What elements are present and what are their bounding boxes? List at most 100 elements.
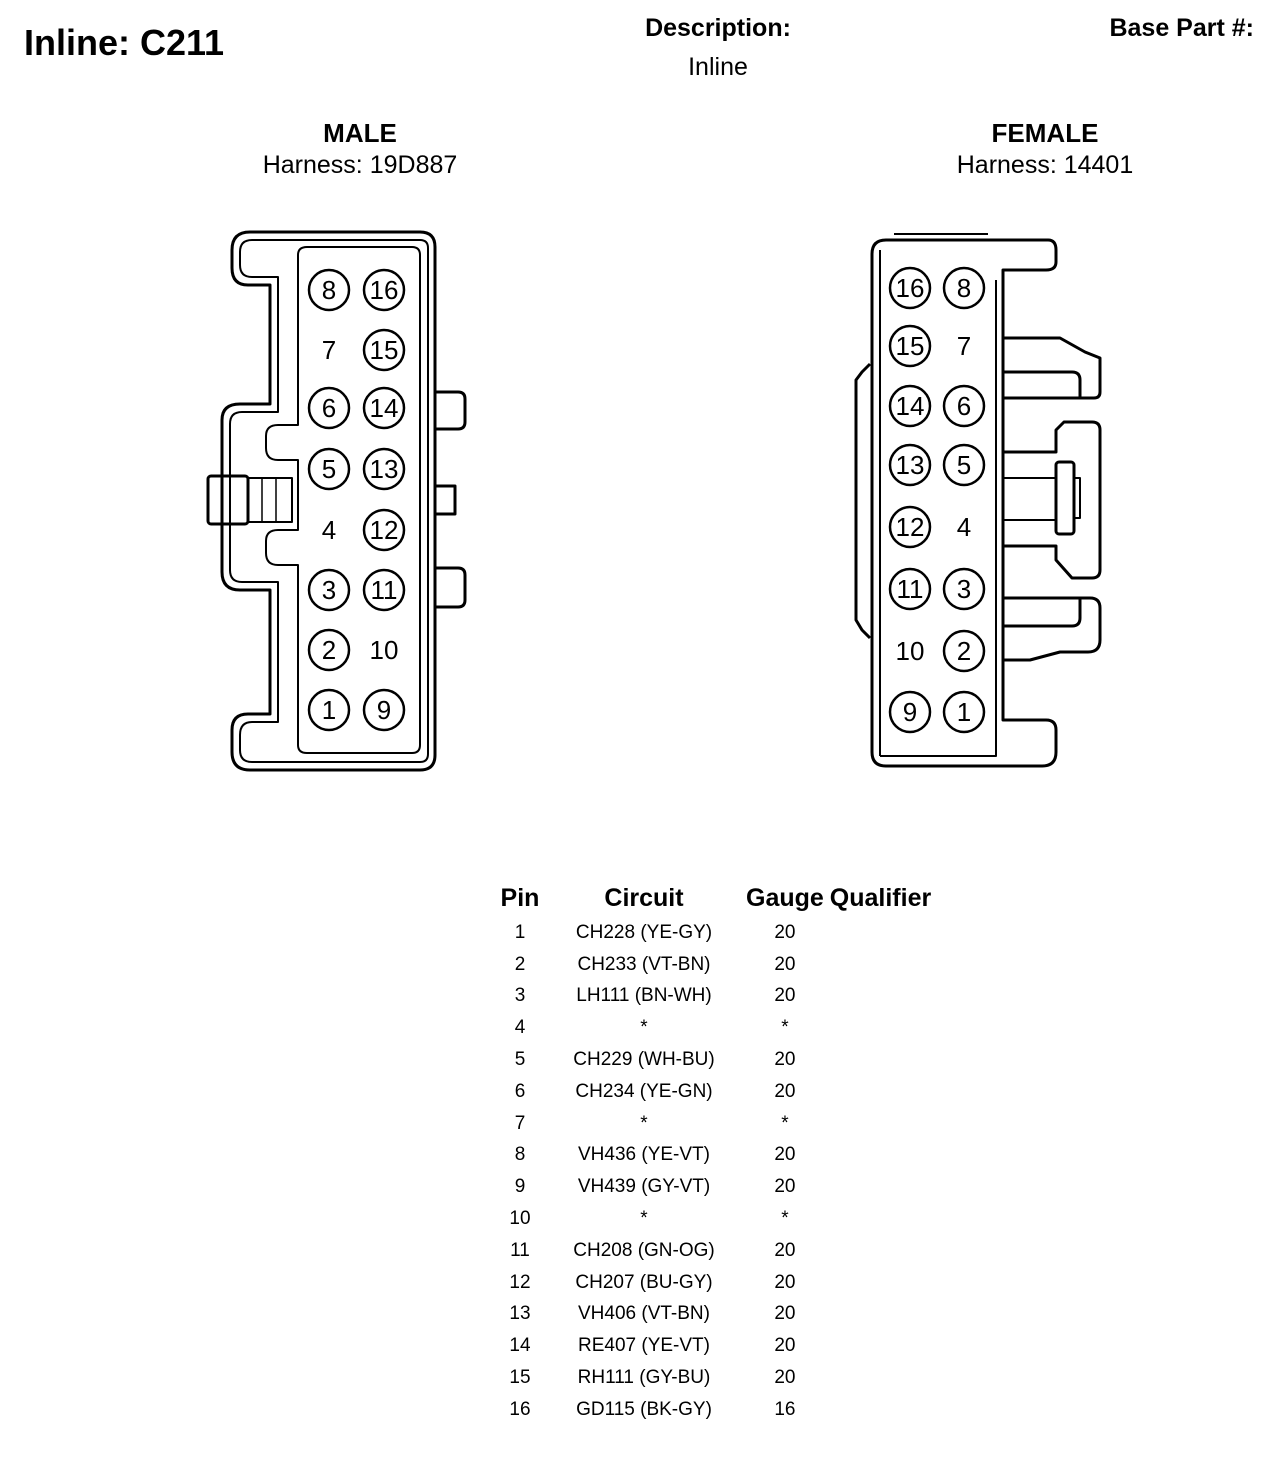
cavity-number: 11 [371,575,398,605]
qualifier-cell [830,1299,942,1331]
male-connector-body [206,230,467,772]
pin-cell: 16 [509,1398,531,1420]
gauge-cell: 20 [774,1303,796,1325]
male-cavity-7: 7 [322,335,336,365]
pin-cell: 15 [509,1367,531,1389]
qualifier-cell [830,949,942,981]
table-row: 3 LH111 (BN-WH) 20 [492,981,942,1013]
cavity-ring [942,690,986,734]
male-cavity-8: 8 [307,268,351,312]
male-cavity-2: 2 [307,628,351,672]
gauge-cell: * [781,1112,789,1134]
qualifier-cell [830,1362,942,1394]
male-cavity-3: 3 [307,568,351,612]
cavity-number: 3 [957,574,971,604]
cavity-number: 2 [957,636,971,666]
cavity-ring [942,567,986,611]
cavity-number: 3 [322,575,336,605]
pin-cell: 13 [509,1303,531,1325]
male-cavity-16: 16 [362,268,406,312]
pin-cell: 3 [514,985,526,1007]
cavity-number: 11 [897,574,924,604]
base-part-label: Base Part #: [1109,14,1254,42]
circuit-cell: CH207 (BU-GY) [575,1271,713,1293]
female-harness-label: Harness: 14401 [956,151,1134,179]
female-cavity-12: 12 [888,505,932,549]
cavity-number: 6 [322,393,336,423]
male-connector-heading: MALE Harness: 19D887 [210,118,510,180]
female-cavity-3: 3 [942,567,986,611]
page-title: Inline: C211 [24,22,225,63]
cavity-ring [362,508,406,552]
cavity-ring [307,268,351,312]
female-cavity-10: 10 [896,636,925,666]
cavity-ring [942,443,986,487]
female-cavity-9: 9 [888,690,932,734]
male-cavity-11: 11 [362,568,406,612]
pin-cell: 9 [514,1176,526,1198]
male-cavity-9: 9 [362,688,406,732]
gauge-cell: 20 [774,1176,796,1198]
qualifier-cell [830,1012,942,1044]
cavity-ring [307,447,351,491]
circuit-cell: LH111 (BN-WH) [576,985,712,1007]
gauge-column-header: Gauge [746,884,824,912]
cavity-ring [888,505,932,549]
cavity-ring [888,690,932,734]
pin-cell: 11 [510,1239,530,1261]
gauge-cell: * [781,1208,789,1230]
cavity-number: 2 [322,635,336,665]
qualifier-cell [830,1330,942,1362]
circuit-cell: VH406 (VT-BN) [578,1303,710,1325]
female-cavity-1: 1 [942,690,986,734]
pin-table-header: Pin Circuit Gauge Qualifier [492,884,942,917]
qualifier-column-header: Qualifier [829,884,932,912]
gauge-cell: 20 [774,985,796,1007]
cavity-number: 9 [903,697,917,727]
cavity-number: 12 [370,515,399,545]
cavity-number: 13 [370,454,399,484]
gauge-cell: * [781,1017,789,1039]
female-cavity-5: 5 [942,443,986,487]
cavity-ring [942,266,986,310]
table-row: 7** [492,1108,942,1140]
description-label: Description: [645,14,791,42]
cavity-ring [888,567,932,611]
female-cavity-11: 11 [888,567,932,611]
male-cavity-12: 12 [362,508,406,552]
qualifier-cell [830,1235,942,1267]
cavity-ring [362,328,406,372]
male-cavity-14: 14 [362,386,406,430]
qualifier-cell [830,1171,942,1203]
description-value: Inline [688,53,748,81]
circuit-cell: CH234 (YE-GN) [575,1080,713,1102]
male-cavity-13: 13 [362,447,406,491]
female-connector-heading: FEMALE Harness: 14401 [895,118,1195,180]
gauge-cell: 20 [774,1144,796,1166]
gauge-cell: 20 [774,1335,796,1357]
table-row: 12 CH207 (BU-GY) 20 [492,1267,942,1299]
pin-cell: 12 [509,1271,531,1293]
cavity-number: 1 [957,697,971,727]
gauge-cell: 20 [774,1271,796,1293]
cavity-number: 9 [377,695,391,725]
cavity-number: 7 [957,331,971,361]
cavity-ring [888,324,932,368]
circuit-cell: VH436 (YE-VT) [578,1144,710,1166]
cavity-number: 8 [322,275,336,305]
circuit-cell: CH233 (VT-BN) [577,953,711,975]
cavity-number: 13 [896,450,925,480]
qualifier-cell [830,1108,942,1140]
female-connector-body [854,233,1102,768]
circuit-cell: CH229 (WH-BU) [573,1049,715,1071]
cavity-ring [307,386,351,430]
